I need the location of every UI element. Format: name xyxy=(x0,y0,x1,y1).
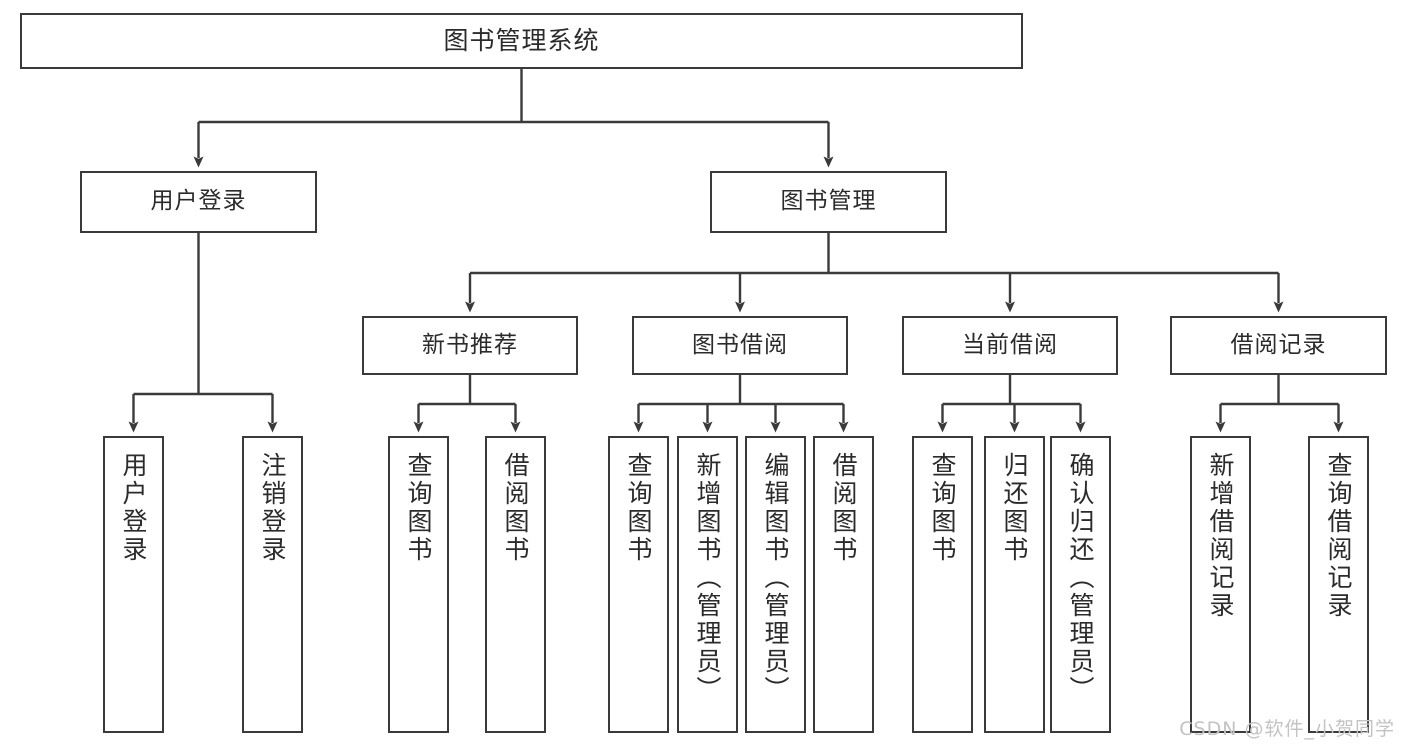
node-label-vertical: 查询图书 xyxy=(928,452,957,564)
node-book-manage[interactable]: 图书管理 xyxy=(710,171,947,233)
node-label-vertical: 查询图书 xyxy=(404,452,433,564)
node-leaf-return-book[interactable]: 归还图书 xyxy=(984,436,1045,733)
node-label: 当前借阅 xyxy=(962,331,1058,358)
node-root[interactable]: 图书管理系统 xyxy=(20,13,1023,69)
node-root-label: 图书管理系统 xyxy=(443,26,600,55)
node-leaf-user-login[interactable]: 用户登录 xyxy=(103,436,164,733)
node-label: 图书管理 xyxy=(780,188,877,215)
node-label-vertical: 确认归还（管理员） xyxy=(1066,452,1095,704)
node-leaf-edit-book[interactable]: 编辑图书（管理员） xyxy=(745,436,806,733)
node-leaf-confirm-return[interactable]: 确认归还（管理员） xyxy=(1050,436,1111,733)
node-current-borrow[interactable]: 当前借阅 xyxy=(902,316,1118,375)
node-leaf-query-book-current[interactable]: 查询图书 xyxy=(912,436,973,733)
node-label: 新书推荐 xyxy=(422,331,518,358)
node-label: 图书借阅 xyxy=(692,331,788,358)
node-label: 借阅记录 xyxy=(1230,331,1327,358)
node-leaf-user-logout[interactable]: 注销登录 xyxy=(242,436,303,733)
node-label-vertical: 注销登录 xyxy=(258,452,287,564)
node-label-vertical: 新增图书（管理员） xyxy=(693,452,722,704)
node-label-vertical: 借阅图书 xyxy=(501,452,530,564)
node-leaf-query-record[interactable]: 查询借阅记录 xyxy=(1308,436,1369,733)
node-leaf-query-book-borrow[interactable]: 查询图书 xyxy=(608,436,669,733)
node-leaf-add-record[interactable]: 新增借阅记录 xyxy=(1190,436,1251,733)
node-leaf-borrow-book-rec[interactable]: 借阅图书 xyxy=(485,436,546,733)
node-new-book-rec[interactable]: 新书推荐 xyxy=(362,316,578,375)
node-leaf-query-book-rec[interactable]: 查询图书 xyxy=(388,436,449,733)
node-leaf-borrow-book[interactable]: 借阅图书 xyxy=(813,436,874,733)
node-label-vertical: 用户登录 xyxy=(119,452,148,564)
watermark: CSDN @软件_小贺同学 xyxy=(1179,718,1395,740)
node-book-borrow[interactable]: 图书借阅 xyxy=(632,316,848,375)
node-label-vertical: 新增借阅记录 xyxy=(1206,452,1235,620)
node-borrow-record[interactable]: 借阅记录 xyxy=(1170,316,1387,375)
node-label-vertical: 借阅图书 xyxy=(829,452,858,564)
node-leaf-add-book[interactable]: 新增图书（管理员） xyxy=(677,436,738,733)
node-label: 用户登录 xyxy=(150,188,247,215)
node-label-vertical: 查询图书 xyxy=(624,452,653,564)
node-label-vertical: 查询借阅记录 xyxy=(1324,452,1353,620)
node-user-login[interactable]: 用户登录 xyxy=(80,171,317,233)
node-label-vertical: 编辑图书（管理员） xyxy=(761,452,790,704)
node-label-vertical: 归还图书 xyxy=(1000,452,1029,564)
